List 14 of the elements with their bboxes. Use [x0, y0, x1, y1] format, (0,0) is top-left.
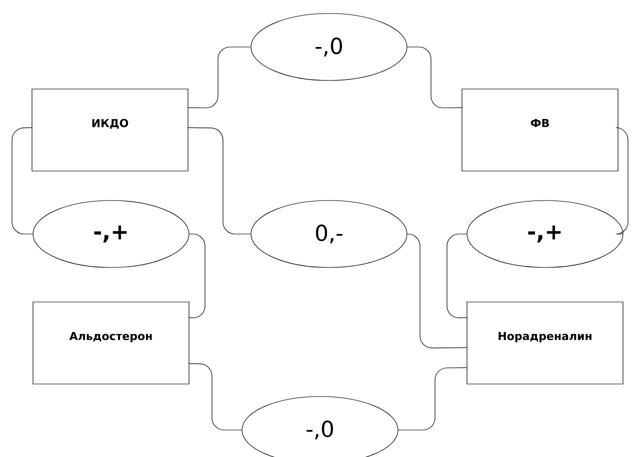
connector-line	[446, 234, 467, 318]
process-box: Альдостерон	[32, 302, 190, 384]
connector-line	[188, 127, 251, 234]
connector-line	[189, 363, 242, 430]
connector-line	[398, 367, 467, 430]
process-box: ИКДО	[32, 88, 188, 172]
connector-line	[188, 46, 251, 108]
process-box: ФВ	[462, 88, 618, 172]
process-box: Норадреналин	[466, 302, 624, 384]
connector-line	[12, 127, 33, 234]
connector-line	[407, 46, 462, 108]
connector-line	[189, 234, 206, 318]
connector-line	[407, 234, 467, 348]
connector-line	[616, 127, 628, 234]
